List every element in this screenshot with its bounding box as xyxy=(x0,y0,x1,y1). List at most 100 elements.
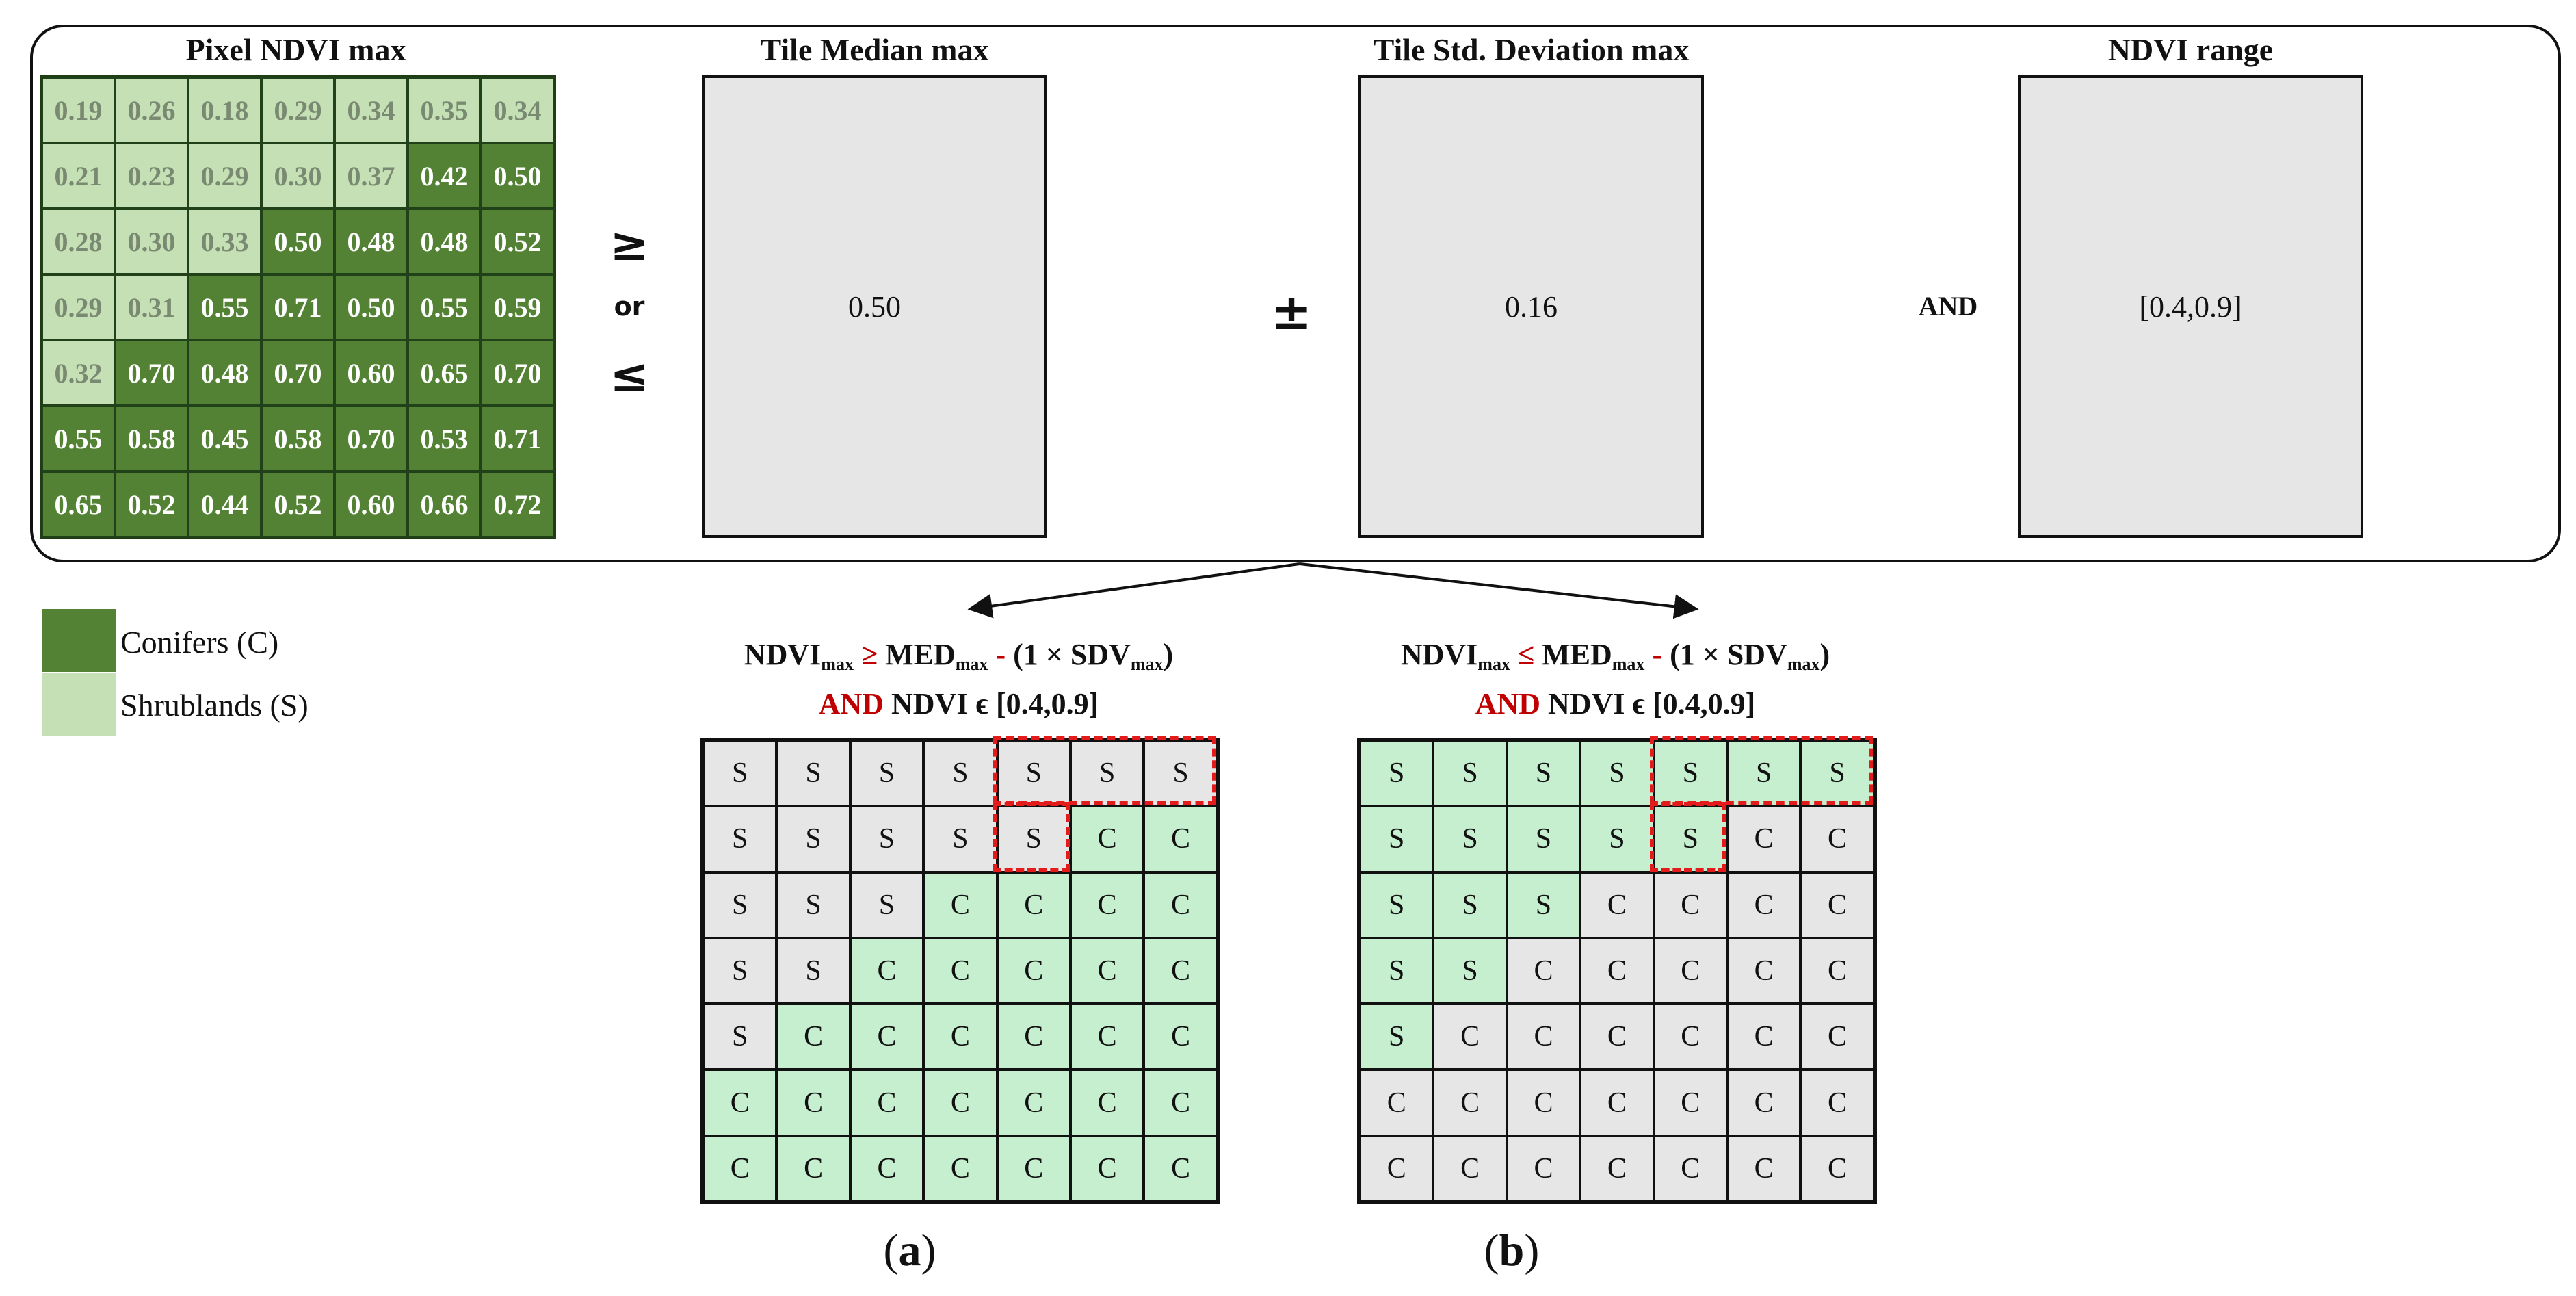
class-cell: S xyxy=(1433,872,1507,938)
class-cell: C xyxy=(1580,1135,1654,1202)
class-cell: C xyxy=(1070,937,1144,1005)
ndvi-cell: 0.35 xyxy=(408,77,481,143)
ndvi-cell: 0.18 xyxy=(188,77,261,143)
class-cell: C xyxy=(1580,872,1654,938)
ndvi-cell: 0.70 xyxy=(481,340,554,406)
highlight-b-row2 xyxy=(1650,802,1726,872)
class-cell: C xyxy=(1070,1004,1144,1070)
class-cell: C xyxy=(997,937,1070,1005)
ndvi-cell: 0.30 xyxy=(115,209,188,274)
class-cell: C xyxy=(1580,937,1654,1005)
ndvi-cell: 0.50 xyxy=(334,274,408,340)
class-cell: C xyxy=(1360,1135,1434,1202)
class-cell: S xyxy=(1580,740,1654,807)
ndvi-cell: 0.19 xyxy=(42,77,115,143)
class-cell: S xyxy=(776,806,850,872)
class-cell: S xyxy=(1360,937,1434,1005)
class-cell: S xyxy=(703,1004,777,1070)
class-cell: S xyxy=(1506,806,1581,872)
class-cell: S xyxy=(703,937,777,1005)
ndvi-cell: 0.65 xyxy=(408,340,481,406)
ndvi-cell: 0.70 xyxy=(261,340,334,406)
ndvi-cell: 0.55 xyxy=(42,406,115,471)
class-cell: C xyxy=(1800,872,1874,938)
class-cell: S xyxy=(1433,806,1507,872)
class-cell: S xyxy=(703,872,777,938)
class-cell: C xyxy=(1144,1135,1218,1202)
ndvi-cell: 0.65 xyxy=(42,471,115,537)
class-cell: C xyxy=(850,1070,924,1136)
class-cell: S xyxy=(1433,740,1507,807)
class-cell: C xyxy=(1726,937,1801,1005)
tile-median-value: 0.50 xyxy=(848,289,901,324)
class-cell: C xyxy=(1506,1135,1581,1202)
class-cell: C xyxy=(1506,1004,1581,1070)
class-cell: C xyxy=(1580,1004,1654,1070)
class-cell: C xyxy=(703,1070,777,1136)
ndvi-cell: 0.45 xyxy=(188,406,261,471)
class-cell: S xyxy=(923,740,997,807)
class-cell: S xyxy=(850,872,924,938)
le-symbol: ≤ xyxy=(609,349,649,403)
ndvi-cell: 0.55 xyxy=(188,274,261,340)
ndvi-cell: 0.59 xyxy=(481,274,554,340)
or-label: or xyxy=(614,291,645,322)
class-cell: S xyxy=(776,872,850,938)
class-cell: S xyxy=(1653,806,1727,872)
class-cell: C xyxy=(997,1070,1070,1136)
tile-median-box: 0.50 xyxy=(702,75,1047,538)
class-cell: S xyxy=(703,740,777,807)
ndvi-cell: 0.55 xyxy=(408,274,481,340)
tile-std-box: 0.16 xyxy=(1358,75,1704,538)
ndvi-cell: 0.34 xyxy=(481,77,554,143)
ndvi-cell: 0.28 xyxy=(42,209,115,274)
formula-a-line1: NDVImax ≥ MEDmax - (1 × SDVmax) xyxy=(744,638,1174,674)
ndvi-cell: 0.70 xyxy=(115,340,188,406)
ndvi-cell: 0.30 xyxy=(261,143,334,209)
class-cell: C xyxy=(1653,1004,1727,1070)
plus-minus-symbol: ± xyxy=(1270,283,1313,341)
ndvi-range-value: [0.4,0.9] xyxy=(2139,289,2242,324)
highlight-a-row2 xyxy=(993,802,1070,872)
class-cell: S xyxy=(1144,740,1218,807)
class-cell: S xyxy=(703,806,777,872)
class-cell: C xyxy=(1433,1070,1507,1136)
ndvi-cell: 0.66 xyxy=(408,471,481,537)
class-cell: C xyxy=(1653,1070,1727,1136)
formula-b-line2: AND NDVI ϵ [0.4,0.9] xyxy=(1475,687,1756,721)
ndvi-cell: 0.34 xyxy=(334,77,408,143)
class-cell: C xyxy=(1433,1135,1507,1202)
class-cell: C xyxy=(1653,937,1727,1005)
ndvi-cell: 0.52 xyxy=(261,471,334,537)
ge-symbol: ≥ xyxy=(609,218,649,272)
ndvi-cell: 0.42 xyxy=(408,143,481,209)
class-cell: C xyxy=(1726,1004,1801,1070)
and-operator: AND xyxy=(1918,291,1978,322)
ndvi-range-title: NDVI range xyxy=(2107,32,2274,67)
ndvi-cell: 0.37 xyxy=(334,143,408,209)
ndvi-cell: 0.23 xyxy=(115,143,188,209)
ndvi-range-box: [0.4,0.9] xyxy=(2018,75,2363,538)
class-cell: S xyxy=(1360,740,1434,807)
legend-shrublands-label: Shrublands (S) xyxy=(120,688,308,723)
class-cell: C xyxy=(923,1070,997,1136)
class-cell: C xyxy=(850,1004,924,1070)
ndvi-cell: 0.32 xyxy=(42,340,115,406)
legend-conifers-label: Conifers (C) xyxy=(120,625,279,660)
class-cell: C xyxy=(923,1135,997,1202)
class-cell: C xyxy=(923,872,997,938)
class-cell: C xyxy=(1144,937,1218,1005)
legend-shrublands-swatch xyxy=(42,673,116,736)
class-cell: C xyxy=(850,937,924,1005)
class-cell: S xyxy=(1506,740,1581,807)
class-cell: S xyxy=(1360,806,1434,872)
ndvi-cell: 0.58 xyxy=(115,406,188,471)
class-cell: S xyxy=(1070,740,1144,807)
formula-b: NDVImax ≤ MEDmax - (1 × SDVmax) AND NDVI… xyxy=(1358,635,1872,724)
panel-label-a: (a) xyxy=(883,1226,936,1275)
class-cell: C xyxy=(1070,872,1144,938)
